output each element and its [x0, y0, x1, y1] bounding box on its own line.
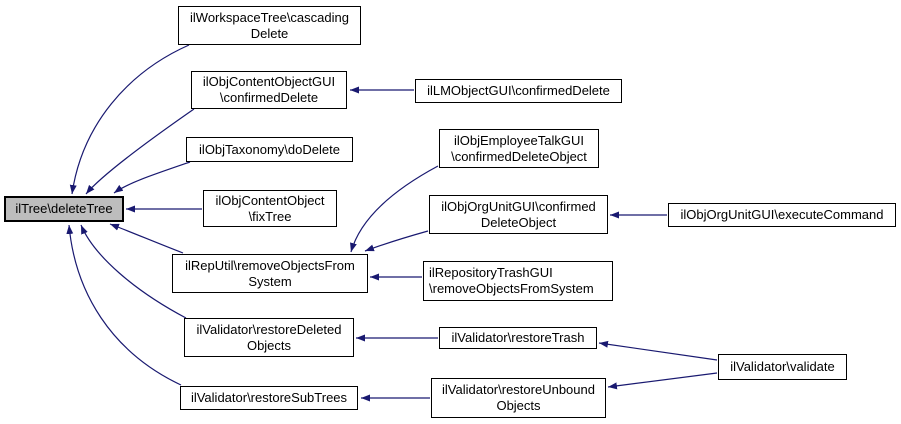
- node-label-line: ilObjOrgUnitGUI\executeCommand: [680, 207, 884, 222]
- node-label-line: \removeObjectsFromSystem: [429, 281, 594, 296]
- node-label-line: ilLMObjectGUI\confirmedDelete: [427, 83, 610, 98]
- edge-cascadingDelete-to-deleteTree: [69, 44, 190, 195]
- node-label-line: ilValidator\restoreDeleted: [196, 321, 342, 337]
- node-label-line: ilRepositoryTrashGUI: [429, 265, 553, 280]
- node-label-line: Delete: [250, 25, 289, 41]
- graph-node-deleteTree: ilTree\deleteTree: [4, 196, 124, 222]
- node-label-line: ilRepUtil\removeObjectsFrom: [185, 257, 355, 273]
- graph-node-trashRemoveObjectsFromSystem[interactable]: ilRepositoryTrashGUI\removeObjectsFromSy…: [423, 261, 613, 301]
- edge-restoreSubTrees-to-deleteTree: [66, 224, 182, 386]
- edge-restoreDeletedObjects-to-deleteTree: [80, 224, 187, 319]
- edge-orgUnitConfirmedDeleteObject-to-removeObjectsFromSystem: [364, 230, 429, 252]
- node-label-line: ilTree\deleteTree: [15, 201, 113, 216]
- graph-node-validate[interactable]: ilValidator\validate: [718, 354, 847, 380]
- edge-validate-to-restoreUnboundObjects: [607, 372, 718, 390]
- node-label-line: \confirmedDelete: [219, 90, 319, 105]
- node-label-line: ilObjEmployeeTalkGUI: [453, 132, 585, 148]
- node-label-line: ilWorkspaceTree\cascading: [190, 9, 349, 25]
- graph-node-executeCommand[interactable]: ilObjOrgUnitGUI\executeCommand: [668, 203, 896, 227]
- graph-node-restoreSubTrees[interactable]: ilValidator\restoreSubTrees: [180, 386, 358, 410]
- edge-employeeTalkConfirmedDeleteObject-to-removeObjectsFromSystem: [350, 165, 439, 253]
- node-label-line: DeleteObject: [480, 214, 557, 230]
- graph-node-fixTree[interactable]: ilObjContentObject\fixTree: [203, 190, 337, 227]
- edge-validate-to-restoreTrash: [598, 340, 718, 361]
- node-label-line: ilObjContentObjectGUI: [202, 74, 336, 89]
- graph-node-lmConfirmedDelete[interactable]: ilLMObjectGUI\confirmedDelete: [415, 79, 622, 103]
- node-label-line: ilValidator\restoreSubTrees: [190, 390, 348, 405]
- edge-doDelete-to-deleteTree: [113, 161, 191, 194]
- node-label-line: System: [248, 273, 292, 289]
- node-label-line: \fixTree: [248, 208, 292, 224]
- node-label-line: ilValidator\restoreUnbound: [442, 382, 595, 397]
- node-label-line: \confirmedDeleteObject: [451, 148, 587, 164]
- edge-removeObjectsFromSystem-to-deleteTree: [109, 223, 184, 254]
- node-label-line: ilObjContentObject: [215, 192, 325, 208]
- node-label-line: ilObjTaxonomy\doDelete: [199, 141, 340, 157]
- node-label-line: Objects: [496, 398, 541, 413]
- node-label-line: ilValidator\restoreTrash: [451, 330, 585, 345]
- graph-node-employeeTalkConfirmedDeleteObject[interactable]: ilObjEmployeeTalkGUI\confirmedDeleteObje…: [439, 129, 599, 168]
- graph-node-restoreTrash[interactable]: ilValidator\restoreTrash: [439, 327, 597, 349]
- edge-confirmedDelete-to-deleteTree: [85, 108, 195, 195]
- node-label-line: ilValidator\validate: [730, 359, 835, 374]
- graph-node-doDelete[interactable]: ilObjTaxonomy\doDelete: [186, 137, 353, 162]
- node-label-line: ilObjOrgUnitGUI\confirmed: [441, 198, 596, 214]
- graph-node-confirmedDelete[interactable]: ilObjContentObjectGUI\confirmedDelete: [191, 71, 347, 109]
- node-label-line: Objects: [246, 337, 292, 353]
